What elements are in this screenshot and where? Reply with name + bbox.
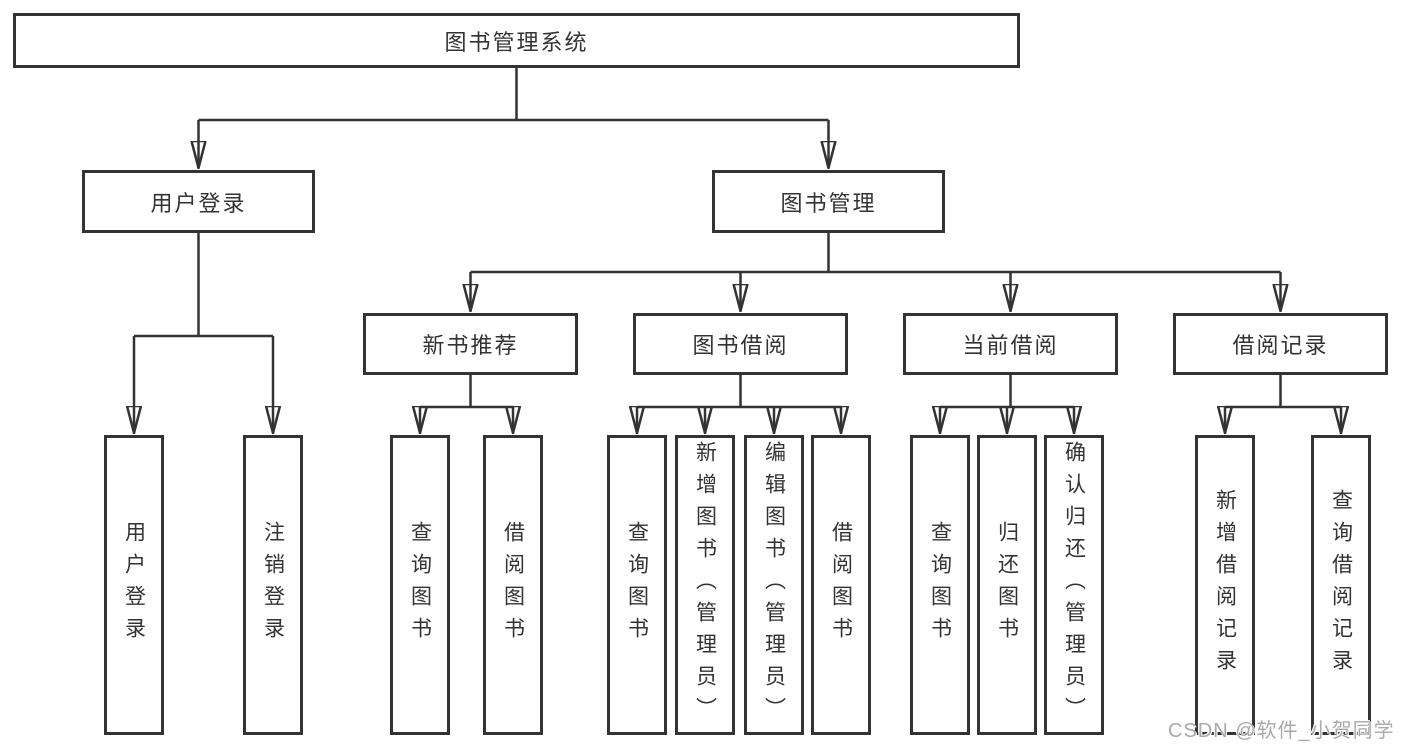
leaf-borrow-edit-books-admin: 编辑图书（管理员） — [744, 435, 804, 735]
connector-book-management-children — [471, 232, 1281, 311]
leaf-records-query-label: 查询借阅记录 — [1329, 489, 1353, 681]
node-user-login-label: 用户登录 — [150, 190, 247, 216]
leaf-newbook-query-books: 查询图书 — [390, 435, 450, 735]
connector-book-borrow-children — [637, 374, 841, 433]
node-user-login: 用户登录 — [82, 170, 315, 233]
leaf-newbook-borrow-books: 借阅图书 — [483, 435, 543, 735]
node-new-book-recommend: 新书推荐 — [363, 313, 578, 375]
leaf-newbook-query-books-label: 查询图书 — [408, 521, 432, 649]
leaf-borrow-add-books-admin-label: 新增图书（管理员） — [693, 441, 717, 729]
leaf-logout-label: 注销登录 — [261, 521, 285, 649]
node-borrow-records-label: 借阅记录 — [1232, 333, 1329, 358]
node-book-borrow-label: 图书借阅 — [692, 333, 789, 358]
leaf-records-add: 新增借阅记录 — [1195, 435, 1255, 735]
leaf-records-query: 查询借阅记录 — [1311, 435, 1371, 735]
leaf-user-login-label: 用户登录 — [122, 521, 146, 649]
leaf-records-add-label: 新增借阅记录 — [1213, 489, 1237, 681]
leaf-current-return-books: 归还图书 — [977, 435, 1037, 735]
leaf-user-login: 用户登录 — [104, 435, 164, 735]
node-book-borrow: 图书借阅 — [633, 313, 848, 375]
connector-new-book-recommend-children — [420, 374, 513, 433]
csdn-watermark: CSDN @软件_小贺同学 — [1168, 720, 1395, 742]
leaf-current-query-books-label: 查询图书 — [928, 521, 952, 649]
leaf-borrow-borrow-books-label: 借阅图书 — [829, 521, 853, 649]
connector-user-login-children — [134, 232, 273, 433]
leaf-logout: 注销登录 — [243, 435, 303, 735]
leaf-newbook-borrow-books-label: 借阅图书 — [501, 521, 525, 649]
node-book-management-label: 图书管理 — [780, 190, 877, 216]
connector-current-borrow-children — [940, 374, 1074, 433]
node-borrow-records: 借阅记录 — [1173, 313, 1388, 375]
leaf-borrow-query-books-label: 查询图书 — [625, 521, 649, 649]
node-root-label: 图书管理系统 — [444, 29, 589, 55]
leaf-borrow-borrow-books: 借阅图书 — [811, 435, 871, 735]
leaf-current-return-books-label: 归还图书 — [995, 521, 1019, 649]
connector-root-to-level2 — [199, 66, 829, 168]
leaf-current-confirm-return-admin: 确认归还（管理员） — [1044, 435, 1104, 735]
leaf-borrow-edit-books-admin-label: 编辑图书（管理员） — [762, 441, 786, 729]
node-book-management: 图书管理 — [712, 170, 945, 233]
node-root: 图书管理系统 — [13, 13, 1020, 68]
leaf-borrow-query-books: 查询图书 — [607, 435, 667, 735]
leaf-borrow-add-books-admin: 新增图书（管理员） — [675, 435, 735, 735]
node-current-borrow: 当前借阅 — [903, 313, 1118, 375]
leaf-current-query-books: 查询图书 — [910, 435, 970, 735]
connector-borrow-records-children — [1225, 374, 1341, 433]
node-new-book-recommend-label: 新书推荐 — [422, 333, 519, 358]
node-current-borrow-label: 当前借阅 — [962, 333, 1059, 358]
leaf-current-confirm-return-admin-label: 确认归还（管理员） — [1062, 441, 1086, 729]
